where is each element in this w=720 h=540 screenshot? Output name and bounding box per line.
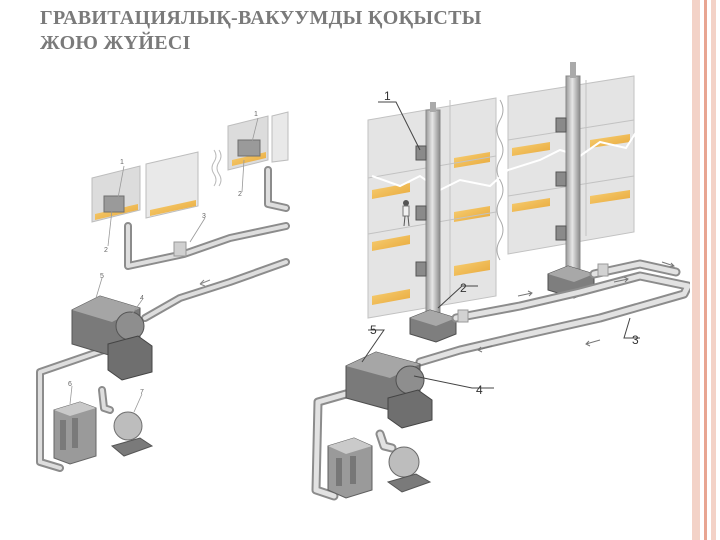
chute-2 (565, 75, 581, 273)
left-label-7: 7 (140, 389, 144, 396)
valve (173, 241, 187, 257)
border-stripe-edge (711, 0, 716, 540)
valve-1 (457, 309, 469, 323)
left-label-1b: 1 (254, 111, 258, 118)
flow-arrow (199, 279, 211, 287)
left-diagram: 1 1 2 2 3 4 5 6 7 (36, 111, 290, 472)
title-line-1: ГРАВИТАЦИЯЛЫҚ-ВАКУУМДЫ ҚОҚЫСТЫ (40, 7, 482, 29)
border-stripe-outer (692, 0, 700, 540)
chute-inlet-2 (237, 139, 261, 157)
right-diagram: 1 2 3 4 5 (311, 62, 690, 501)
garbage-disposal-diagram: 1 1 2 2 3 4 5 6 7 (36, 62, 690, 501)
left-label-6: 6 (68, 381, 72, 388)
title-line-2: ЖОЮ ЖҮЙЕСІ (40, 32, 191, 54)
chute-1 (425, 109, 441, 317)
valve-2 (597, 263, 609, 277)
right-filter (327, 437, 373, 499)
left-label-1a: 1 (120, 159, 124, 166)
left-label-5: 5 (100, 273, 104, 280)
left-label-4: 4 (140, 295, 144, 302)
right-label-5: 5 (370, 323, 377, 337)
chute-inlet-1 (103, 195, 125, 213)
left-label-3: 3 (202, 213, 206, 220)
slide-title: ГРАВИТАЦИЯЛЫҚ-ВАКУУМДЫ ҚОҚЫСТЫ ЖОЮ ЖҮЙЕС… (40, 6, 640, 56)
right-label-4: 4 (476, 383, 483, 397)
person-icon (402, 200, 410, 227)
right-fan (386, 446, 432, 493)
right-label-2: 2 (460, 281, 467, 295)
left-collector (71, 295, 153, 381)
left-fan (110, 411, 154, 457)
left-label-2a: 2 (104, 247, 108, 254)
left-label-2b: 2 (238, 191, 242, 198)
right-label-3: 3 (632, 333, 639, 347)
right-label-1: 1 (384, 89, 391, 103)
decorative-border (686, 0, 720, 540)
chute-doors (415, 117, 567, 277)
chute-base-1 (409, 309, 457, 343)
flow-arrows (477, 261, 675, 353)
border-stripe-inner (704, 0, 707, 540)
right-collector (345, 351, 433, 429)
left-filter (53, 401, 97, 465)
